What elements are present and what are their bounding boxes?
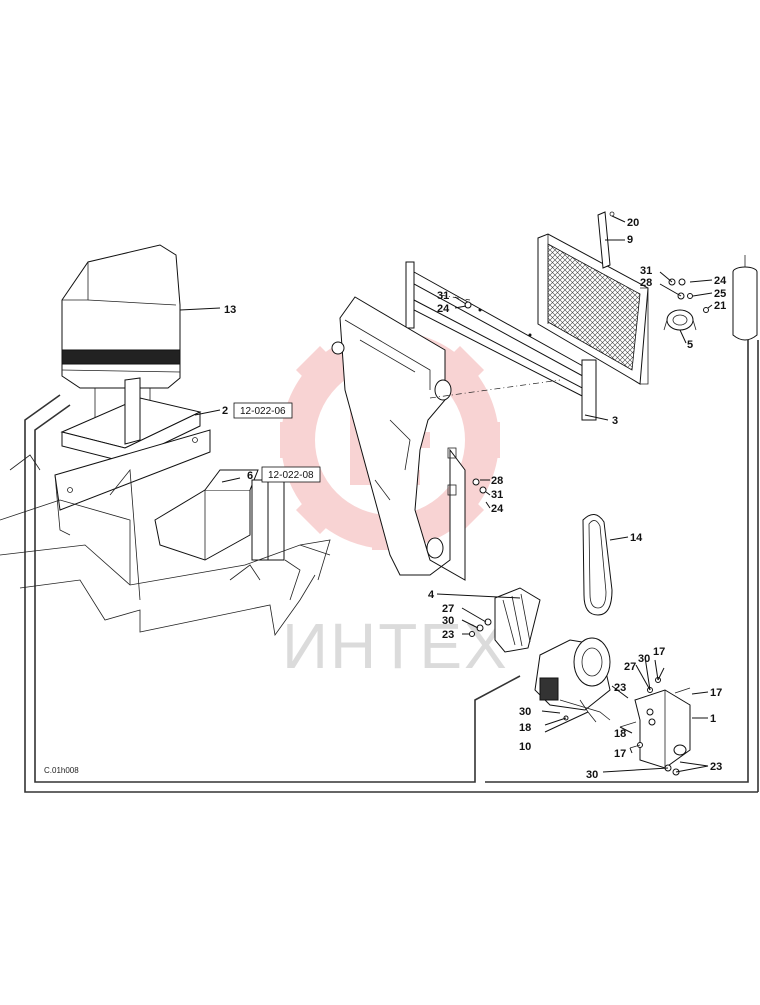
part-14-belt [582,514,613,616]
leader-lines [179,215,713,773]
callout-23-guard: 23 [442,629,454,641]
callout-21: 21 [714,300,726,312]
callout-18-right: 18 [614,728,626,740]
reference-box-2[interactable]: 12-022-06 [233,402,293,419]
callout-30-compressor: 30 [519,706,531,718]
callouts: 13 2 6 3 20 9 31 28 24 25 21 5 31 24 28 … [222,217,727,781]
callout-2: 2 [222,405,228,417]
callout-10: 10 [519,741,531,753]
part-9-condenser [537,211,649,385]
callout-23-bottom: 23 [710,761,722,773]
part-13-housing [61,244,181,420]
callout-3: 3 [612,415,618,427]
hose-routing [24,340,759,793]
callout-25: 25 [714,288,726,300]
callout-31-frame: 31 [437,290,449,302]
callout-28-tank: 28 [491,475,503,487]
part-6-duct [154,469,285,561]
part-2-tray [54,377,211,536]
callout-31-tank: 31 [491,489,503,501]
part-4-belt-guard [469,587,541,653]
callout-30-bottom: 30 [586,769,598,781]
callout-23-compressor: 23 [614,682,626,694]
callout-31-top: 31 [640,265,652,277]
reference-12-022-06: 12-022-06 [240,406,286,417]
cab-floor-frame [0,454,331,637]
callout-14: 14 [630,532,643,544]
callout-1: 1 [710,713,716,725]
callout-17-bottom: 17 [614,748,626,760]
watermark-text: ИНТЕХ [282,610,509,682]
callout-24-top: 24 [714,275,727,287]
callout-30-guard: 30 [442,615,454,627]
callout-17-right: 17 [710,687,722,699]
reference-12-022-08: 12-022-08 [268,470,314,481]
callout-24-frame: 24 [437,303,450,315]
drawing-code: C.01h008 [44,766,79,775]
callout-27-guard: 27 [442,603,454,615]
part-1-bracket [619,677,691,776]
callout-18-left: 18 [519,722,531,734]
callout-20: 20 [627,217,639,229]
receiver-dryer [732,255,758,341]
part-10-compressor [534,637,611,723]
callout-17-top: 17 [653,646,665,658]
callout-4: 4 [428,589,435,601]
callout-5: 5 [687,339,693,351]
radiator-tank [331,296,561,581]
callout-13: 13 [224,304,236,316]
callout-6: 6 [247,470,253,482]
callout-24-tank: 24 [491,503,504,515]
callout-28-top: 28 [640,277,652,289]
callout-27-bracket: 27 [624,661,636,673]
reference-box-6[interactable]: 12-022-08 [261,466,321,483]
callout-9: 9 [627,234,633,246]
callout-30-bracket: 30 [638,653,650,665]
part-5-clamp [663,309,697,331]
